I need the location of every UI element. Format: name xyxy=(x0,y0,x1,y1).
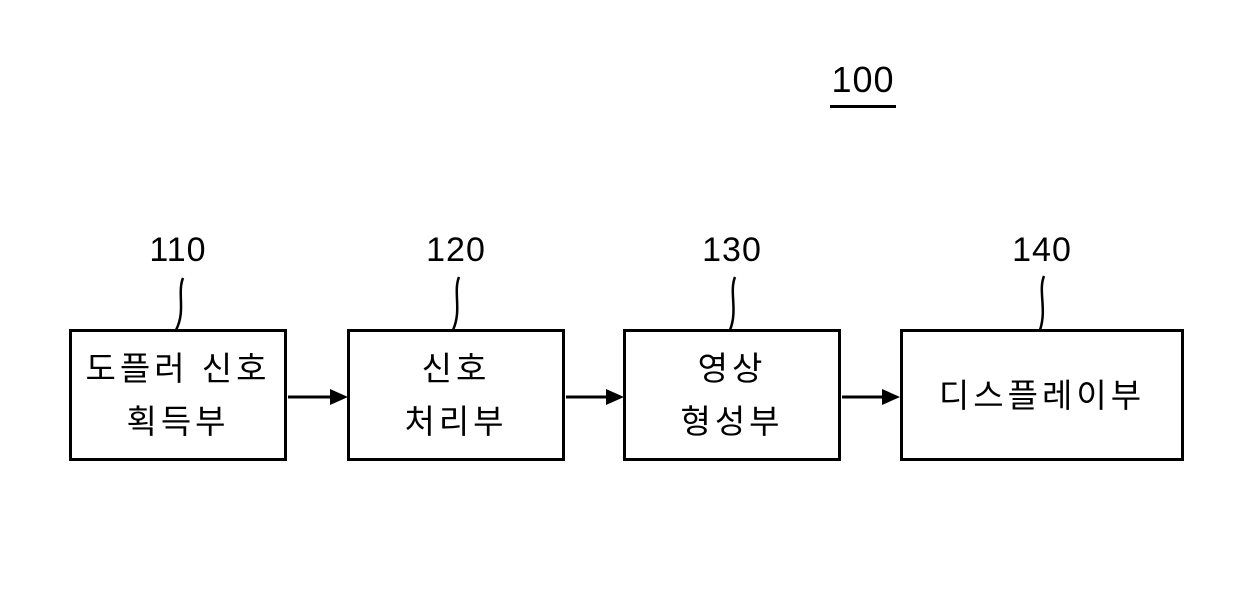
block-signal-processing-unit: 신호 처리부 xyxy=(347,329,565,461)
ref-num-140: 140 xyxy=(1012,231,1072,269)
leader-line-130 xyxy=(728,276,737,331)
block-label-line: 획득부 xyxy=(126,403,230,440)
block-label-line: 디스플레이부 xyxy=(938,376,1146,414)
figure-reference-label: 100 xyxy=(830,62,896,108)
block-label-line: 형성부 xyxy=(680,403,784,440)
ref-num-130: 130 xyxy=(702,231,762,269)
block-label-line: 신호 xyxy=(421,350,491,387)
block-display-unit: 디스플레이부 xyxy=(900,329,1184,461)
block-doppler-signal-acquisition-unit: 도플러 신호 획득부 xyxy=(69,329,287,461)
leader-line-140 xyxy=(1038,275,1046,331)
leader-line-120 xyxy=(451,276,461,331)
leader-line-110 xyxy=(174,277,185,331)
arrow-110-to-120 xyxy=(288,389,348,405)
block-image-forming-unit: 영상 형성부 xyxy=(623,329,841,461)
arrow-130-to-140 xyxy=(842,389,900,405)
block-label-line: 처리부 xyxy=(404,403,508,440)
arrow-120-to-130 xyxy=(566,389,624,405)
block-label-line: 영상 xyxy=(697,350,767,387)
block-label-line: 도플러 신호 xyxy=(85,350,271,387)
ref-num-120: 120 xyxy=(426,231,486,269)
ref-num-110: 110 xyxy=(149,231,207,269)
